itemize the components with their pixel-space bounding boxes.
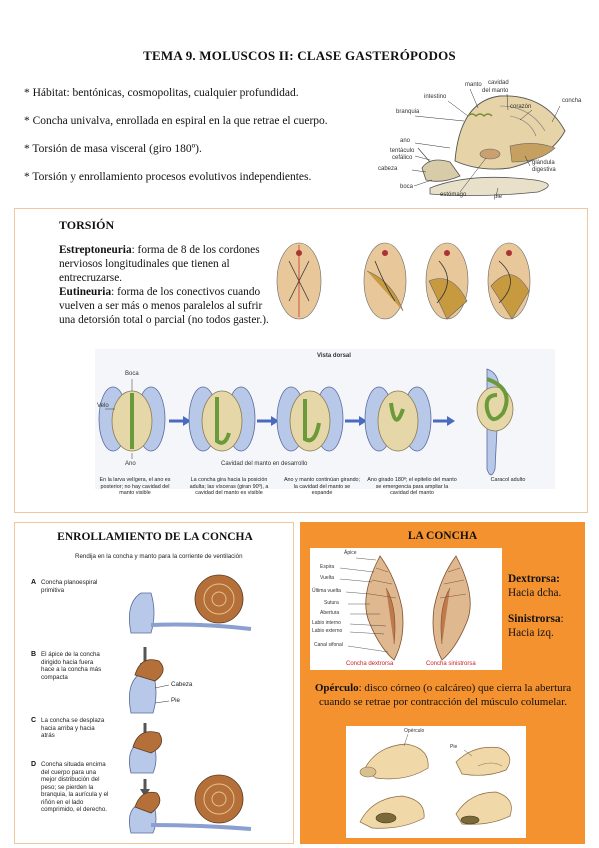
shell-label: Labio externo (312, 628, 343, 634)
operculo-definition: Opérculo: disco córneo (o calcáreo) que … (310, 682, 576, 709)
concha-title: LA CONCHA (407, 530, 478, 542)
estreptoneuria-term: Estreptoneuria (59, 244, 132, 256)
estreptoneuria-definition: Estreptoneuria: forma de 8 de los cordon… (59, 243, 271, 286)
step-a-text: Concha planoespiral primitiva (41, 579, 98, 594)
enrollamiento-title: ENROLLAMIENTO DE LA CONCHA (57, 531, 253, 543)
step-d-text: Concha situada encima del cuerpo para un… (41, 761, 109, 813)
step-a-letter: A (31, 579, 37, 586)
ano-label: Ano (125, 461, 136, 467)
pie-label: Pie (171, 697, 180, 704)
shell-label: Espira (320, 564, 335, 570)
operculum-figure: Opérculo Pie (346, 726, 526, 838)
torsion-caption: Ano girado 180º; el epitelio del manto s… (367, 477, 457, 497)
shell-label: Labio interno (312, 620, 341, 626)
operculo-text: : disco córneo (o calcáreo) que cierra l… (318, 682, 572, 708)
step-c-letter: C (31, 717, 37, 724)
page-title: TEMA 9. MOLUSCOS II: CLASE GASTERÓPODOS (143, 48, 456, 63)
label-digestiva: digestiva (532, 167, 556, 173)
label-intestino: intestino (424, 94, 447, 100)
nervous-system-figure (276, 242, 531, 320)
boca-label: Boca (125, 371, 139, 377)
torsion-panel: TORSIÓN Estreptoneuria: forma de 8 de lo… (14, 208, 588, 513)
eutineuria-term: Eutineuria (59, 286, 112, 298)
torsion-title: TORSIÓN (59, 218, 115, 232)
dextrorsa-text: Hacia dcha. (508, 587, 562, 599)
bullet-habitat: * Hábitat: bentónicas, cosmopolitas, cua… (24, 87, 299, 99)
bullet-concha: * Concha univalva, enrollada en espiral … (24, 115, 328, 127)
velo-label: Velo (97, 403, 109, 409)
sinistrorsa-text: Hacia izq. (508, 627, 554, 639)
sinistrorsa-term: Sinistrorsa (508, 613, 561, 625)
label-manto: manto (465, 82, 482, 88)
torsion-sequence-figure: Vista dorsal (95, 349, 555, 489)
label-cefalico: cefálico (392, 155, 413, 161)
shell-types-drawing (339, 555, 471, 661)
label-ano: ano (400, 138, 411, 144)
enrollamiento-panel: ENROLLAMIENTO DE LA CONCHA Rendija en la… (14, 522, 294, 844)
label-pie: pie (494, 194, 503, 200)
operculo-figure-label: Opérculo (404, 728, 425, 734)
step-c-text: La concha se desplaza hacia arriba y hac… (41, 717, 105, 739)
label-branquia: branquia (396, 109, 420, 115)
label-glandula: glándula (532, 160, 555, 166)
concha-panel: LA CONCHA Ápice Espira Vuelta Última vue… (300, 522, 585, 844)
dextrorsa-term: Dextrorsa: (508, 573, 560, 585)
concha-sinistrorsa-label: Concha sinistrorsa (426, 661, 476, 667)
vista-dorsal-label: Vista dorsal (317, 353, 351, 359)
gastropod-anatomy-figure: manto cavidad del manto intestino corazó… (360, 76, 595, 202)
label-corazon: corazón (510, 104, 532, 110)
estreptoneuria-text: : forma de 8 de los cordones nerviosos l… (59, 244, 260, 285)
shell-label: Ápice (344, 550, 357, 556)
step-b-letter: B (31, 651, 37, 658)
enrollamiento-drawing (128, 574, 252, 834)
eutineuria-definition: Eutineuria: forma de los conectivos cuan… (59, 285, 271, 328)
shell-label: Última vuelta (312, 588, 341, 594)
sinistrorsa-definition: Sinistrorsa: (508, 612, 564, 626)
label-estomago: estómago (440, 192, 467, 198)
torsion-caption: Ano y manto continúan girando; la cavida… (283, 477, 361, 497)
label-boca: boca (400, 184, 414, 190)
bullet-enrollamiento: * Torsión y enrollamiento procesos evolu… (24, 171, 312, 183)
label-cavidad: cavidad (488, 80, 509, 86)
shell-label: Sutura (324, 600, 339, 606)
operculo-term: Opérculo (314, 682, 359, 694)
shell-label: Abertura (320, 610, 340, 616)
torsion-caption: La concha gira hacia la posición adulta;… (189, 477, 269, 497)
label-tentaculo: tentáculo (390, 148, 415, 154)
label-del-manto: del manto (482, 88, 509, 94)
shell-types-figure: Ápice Espira Vuelta Última vuelta Sutura… (310, 548, 502, 670)
cavidad-manto-label: Cavidad del manto en desarrollo (221, 461, 308, 467)
shell-label: Canal sifonal (314, 642, 343, 648)
concha-dextrorsa-label: Concha dextrorsa (346, 661, 394, 667)
enrollamiento-subtitle: Rendija en la concha y manto para la cor… (75, 553, 243, 560)
torsion-sequence-drawing (98, 368, 514, 476)
step-d-letter: D (31, 761, 37, 768)
sinistrorsa-colon: : (560, 613, 564, 625)
torsion-caption: En la larva velígera, el ano es posterio… (99, 477, 171, 497)
gastropod-anatomy-drawing (411, 88, 566, 197)
label-concha: concha (562, 98, 582, 104)
eutineuria-text: : forma de los conectivos cuando vuelven… (59, 286, 269, 327)
pie-figure-label: Pie (450, 744, 458, 750)
operculum-drawing (359, 733, 512, 829)
step-b-text: El ápice de la concha dirigido hacia fue… (41, 651, 102, 681)
shell-label: Vuelta (320, 575, 334, 581)
torsion-captions: En la larva velígera, el ano es posterio… (95, 477, 555, 507)
torsion-caption: Caracol adulto (490, 477, 526, 483)
label-cabeza: cabeza (378, 166, 398, 172)
cabeza-label: Cabeza (171, 681, 193, 688)
bullet-torsion: * Torsión de masa visceral (giro 180º). (24, 143, 202, 155)
